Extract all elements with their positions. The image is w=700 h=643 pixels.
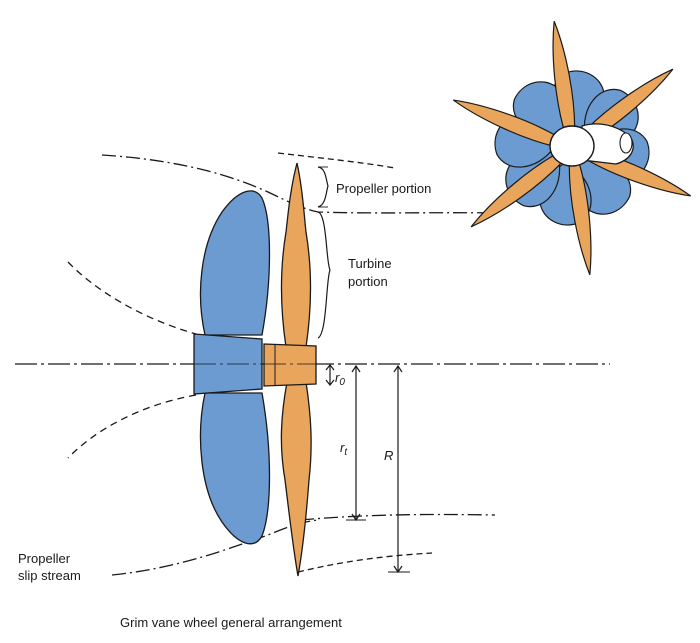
r0-label: r0: [335, 370, 345, 388]
vane-wheel: [193, 190, 271, 545]
slip-stream-line: [111, 519, 319, 576]
propeller-lower-blade: [280, 381, 312, 577]
slip-stream-label-line1: Propeller: [18, 551, 71, 566]
turbine-portion-label-line1: Turbine: [348, 256, 392, 271]
slip-stream-label-line2: slip stream: [18, 568, 81, 583]
labels: Propeller portion Turbine portion r0 rt …: [18, 181, 431, 630]
propeller: [263, 162, 317, 577]
vane-wheel-lower-blade: [199, 392, 271, 545]
lower-dashed-tip-line: [297, 552, 433, 573]
dimension-marks: [317, 166, 410, 574]
propeller-portion-label: Propeller portion: [336, 181, 431, 196]
R-label: R: [384, 448, 393, 463]
inset-propeller-blade: [470, 153, 564, 228]
inset-shaft-end: [619, 132, 633, 154]
propeller-portion-brace: [317, 166, 329, 208]
turbine-portion-label-line2: portion: [348, 274, 388, 289]
left-dashed-streamline: [67, 261, 197, 335]
inset-hub: [549, 125, 595, 167]
lower-streamline: [299, 513, 496, 521]
propeller-hub: [263, 343, 317, 387]
inset-front-view: [452, 21, 692, 275]
inset-propeller: [452, 21, 692, 275]
diagram-caption: Grim vane wheel general arrangement: [120, 615, 342, 630]
rt-label: rt: [340, 440, 348, 458]
propeller-upper-blade: [280, 162, 312, 348]
inset-propeller-blade: [552, 21, 576, 134]
left-lower-dashed-streamline: [67, 394, 197, 459]
upper-dashed-tip-line: [277, 152, 396, 169]
turbine-portion-brace: [317, 211, 331, 339]
vane-wheel-upper-blade: [199, 190, 271, 336]
inset-propeller-blade: [568, 162, 592, 275]
inset-propeller-blade: [452, 99, 560, 148]
